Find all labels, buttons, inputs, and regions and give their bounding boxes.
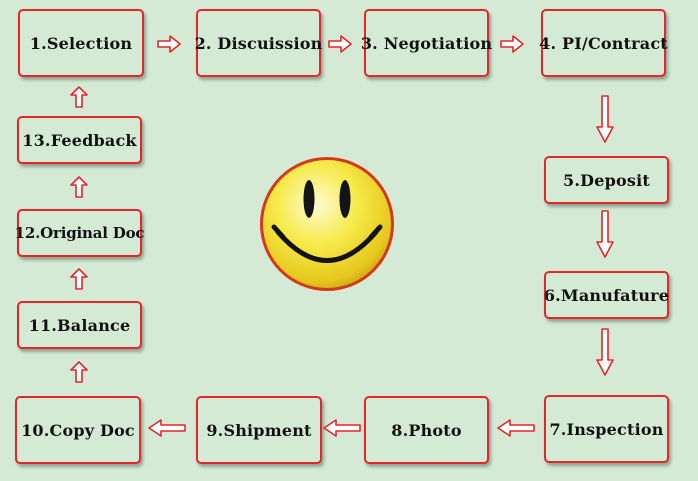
step-9-shipment: 9.Shipment bbox=[196, 396, 322, 464]
arrow-right-icon bbox=[157, 35, 181, 53]
step-8-photo: 8.Photo bbox=[364, 396, 489, 464]
arrow-down-icon bbox=[596, 210, 614, 258]
arrow-down-icon bbox=[596, 328, 614, 376]
step-2-discussion: 2. Discuission bbox=[195, 9, 322, 77]
step-11-balance: 11.Balance bbox=[17, 301, 142, 349]
smiley-face-icon bbox=[260, 157, 394, 291]
step-7-inspection: 7.Inspection bbox=[544, 395, 669, 463]
arrow-down-icon bbox=[596, 95, 614, 143]
step-1-selection: 1.Selection bbox=[18, 9, 144, 77]
arrow-left-icon bbox=[148, 419, 186, 437]
arrow-right-icon bbox=[328, 35, 352, 53]
step-4-pi-contract: 4. PI/Contract bbox=[539, 9, 668, 77]
arrow-left-icon bbox=[497, 419, 535, 437]
arrow-up-icon bbox=[70, 361, 88, 383]
step-13-feedback: 13.Feedback bbox=[17, 116, 142, 164]
arrow-up-icon bbox=[70, 176, 88, 198]
step-6-manufacture: 6.Manufature bbox=[544, 271, 669, 319]
arrow-left-icon bbox=[323, 419, 361, 437]
arrow-up-icon bbox=[70, 268, 88, 290]
step-3-negotiation: 3. Negotiation bbox=[361, 9, 492, 77]
arrow-right-icon bbox=[500, 35, 524, 53]
step-5-deposit: 5.Deposit bbox=[544, 156, 669, 204]
arrow-up-icon bbox=[70, 86, 88, 108]
step-12-original-doc: 12.Original Doc bbox=[15, 209, 145, 257]
step-10-copy-doc: 10.Copy Doc bbox=[15, 396, 141, 464]
